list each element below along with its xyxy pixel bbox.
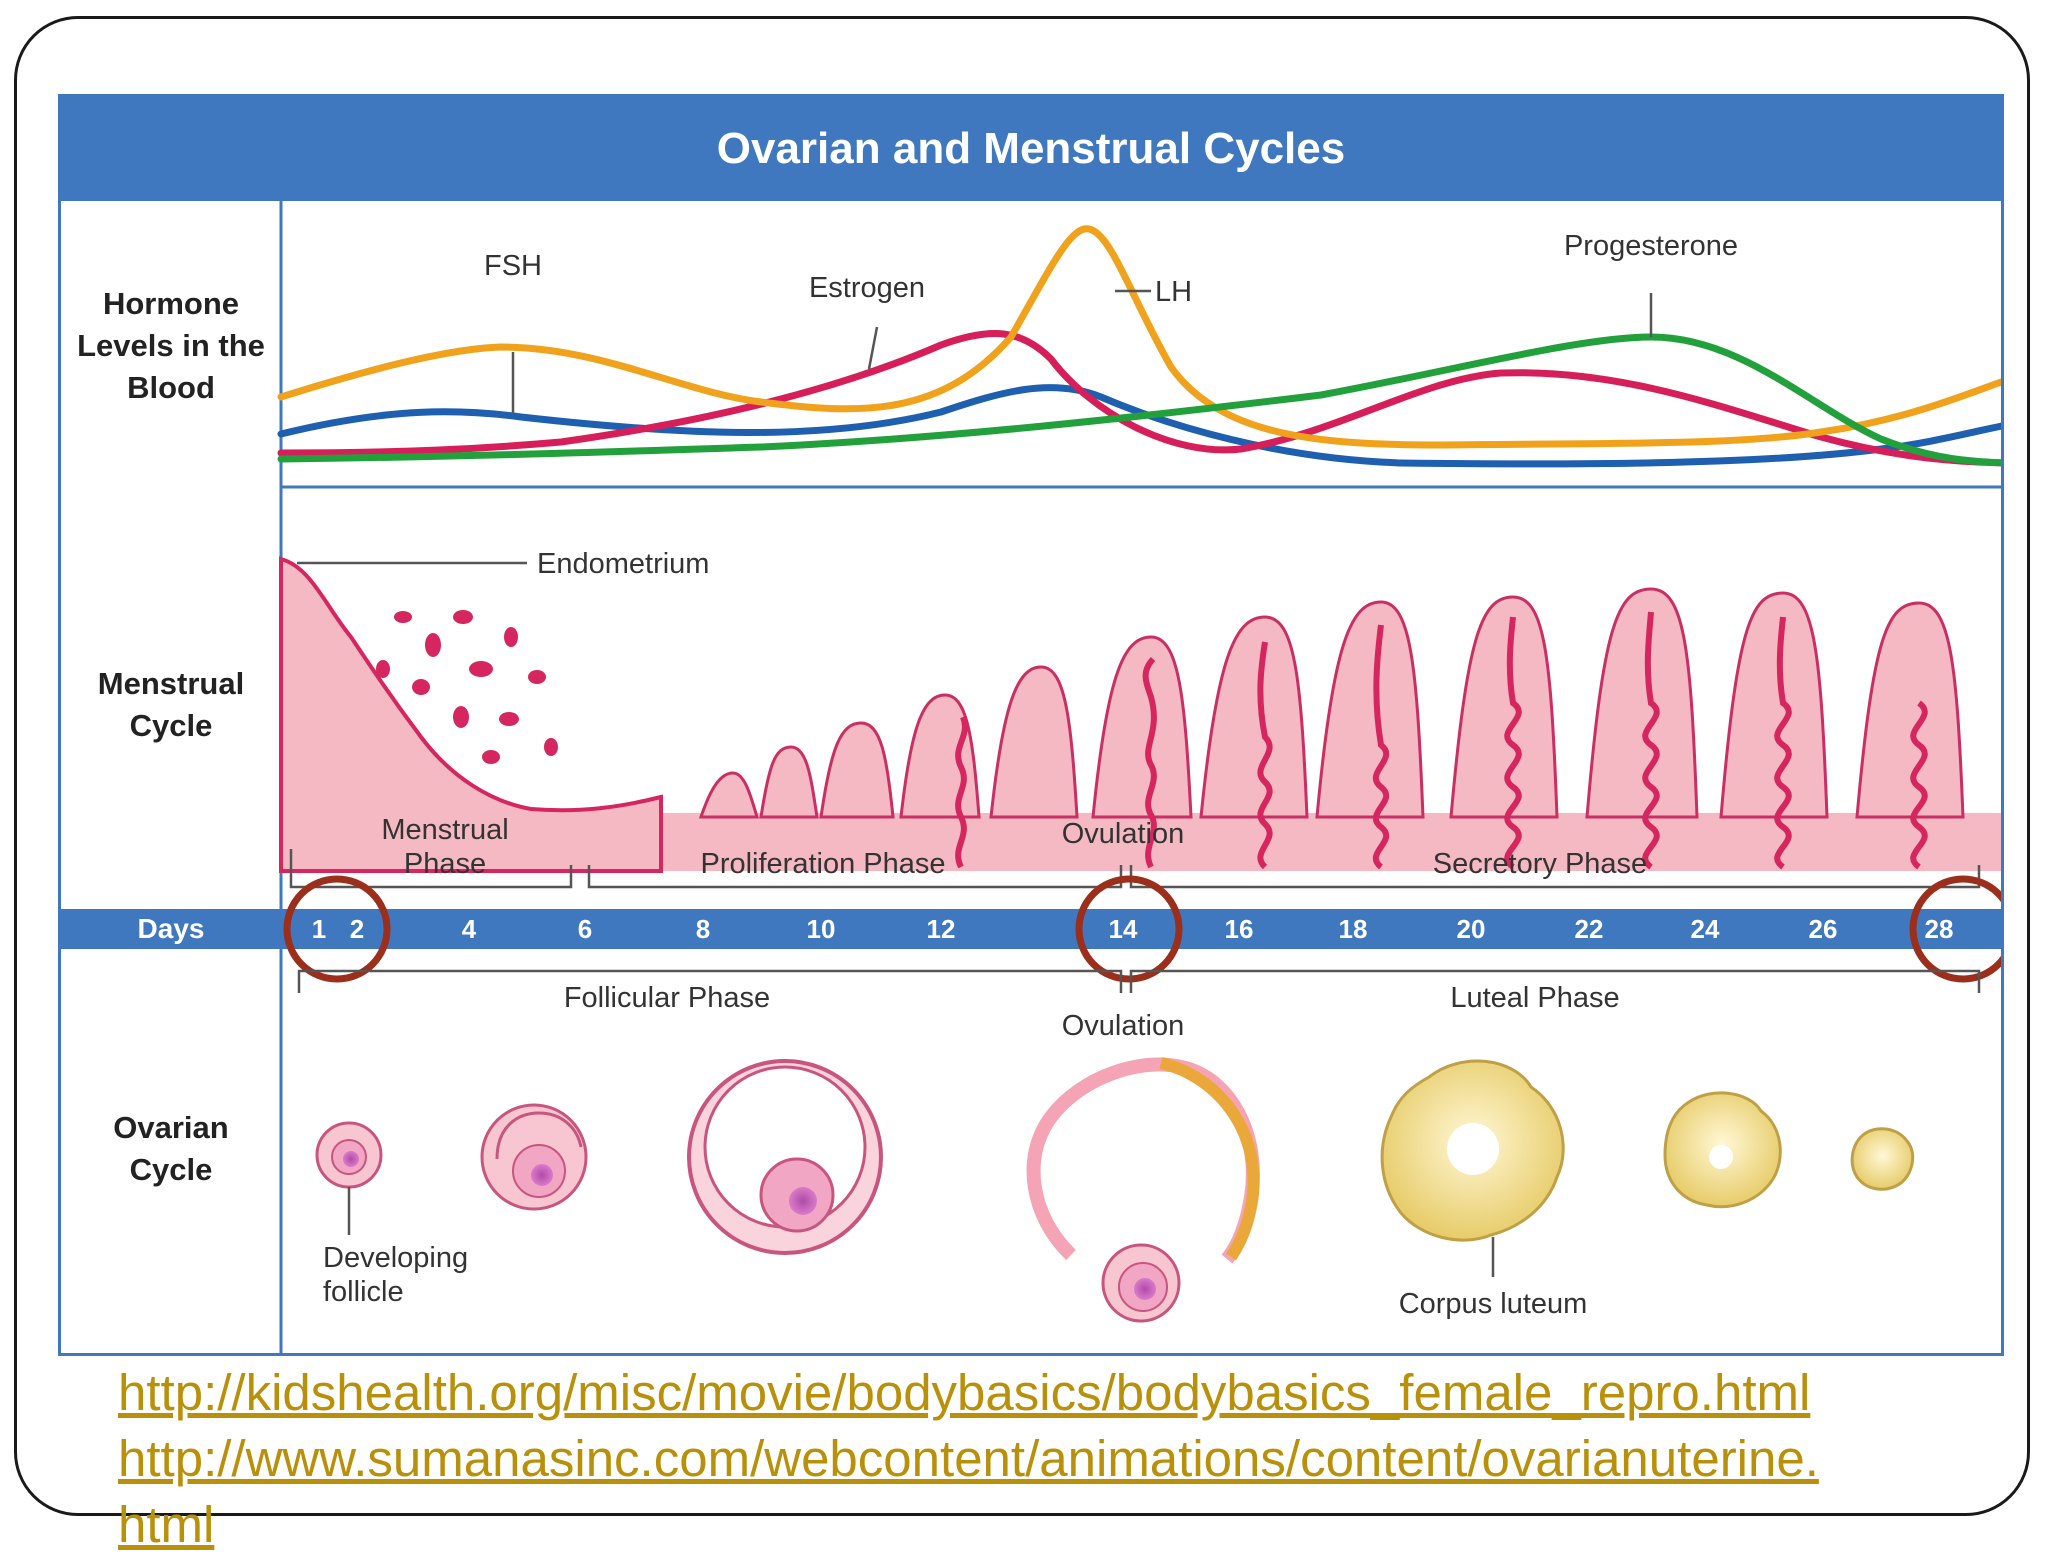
fsh-label: FSH [484,250,542,282]
link-sumanasinc-continued[interactable]: html [118,1496,215,1553]
menstrual-phase-label-1: Menstrual [381,814,508,846]
day-1: 1 [312,914,326,944]
cycle-diagram: FSH Estrogen LH Progesterone [61,201,2001,1353]
day-18: 18 [1339,914,1368,944]
corpus-luteum-medium [1663,1091,1782,1209]
highlight-circle-day-14 [1075,875,1183,983]
day-16: 16 [1225,914,1254,944]
developing-follicle-1 [315,1121,383,1235]
endometrium-glands [698,587,1965,819]
source-links: http://kidshealth.org/misc/movie/bodybas… [118,1360,2018,1558]
progesterone-label: Progesterone [1564,230,1738,262]
developing-follicle-3 [687,1059,883,1255]
developing-follicle-label-1: Developing [323,1242,468,1274]
day-26: 26 [1809,914,1838,944]
lh-label: LH [1155,276,1192,308]
menstrual-phase-label-2: Phase [404,848,486,880]
estrogen-curve [277,329,2001,467]
day-14: 14 [1109,914,1138,944]
day-highlight-circles [283,875,2001,983]
day-24: 24 [1691,914,1720,944]
day-20: 20 [1457,914,1486,944]
secretory-phase-label: Secretory Phase [1433,848,1647,880]
row-label-days: Days [137,913,205,944]
developing-follicle-2 [480,1103,588,1211]
shed-tissue-fragments [376,610,558,764]
corpus-luteum-small [1850,1127,1915,1191]
row-label-ovarian: Ovarian Cycle [113,1110,229,1187]
luteal-phase-label: Luteal Phase [1450,982,1619,1014]
ovulation-bottom-label: Ovulation [1062,1010,1185,1042]
hormone-leaders [511,289,1653,413]
row-label-hormone: Hormone Levels in the Blood [77,286,265,405]
day-4: 4 [462,914,477,944]
corpus-luteum-label: Corpus luteum [1399,1288,1588,1320]
day-22: 22 [1575,914,1604,944]
fsh-curve [277,384,2001,468]
ruptured-follicle [1026,1057,1260,1323]
ovarian-illustrations [315,1057,1915,1323]
ovarian-phase-brackets [297,969,1981,993]
highlight-circle-day-28 [1909,875,2001,983]
lh-curve [277,225,2001,449]
hormone-chart [277,225,2001,468]
figure-title: Ovarian and Menstrual Cycles [61,97,2001,201]
link-kidshealth[interactable]: http://kidshealth.org/misc/movie/bodybas… [118,1364,1811,1421]
row-label-menstrual: Menstrual Cycle [97,666,245,743]
developing-follicle-label-2: follicle [323,1276,404,1308]
progesterone-curve [277,333,2001,467]
corpus-luteum-large [1380,1059,1565,1277]
follicular-phase-label: Follicular Phase [564,982,770,1014]
proliferation-phase-label: Proliferation Phase [700,848,945,880]
day-28: 28 [1925,914,1954,944]
endometrium-label: Endometrium [537,548,709,580]
endometrium-illustration [279,556,2001,873]
menstrual-shedding [279,556,663,873]
day-12: 12 [927,914,956,944]
day-8: 8 [696,914,710,944]
spiral-arteries [955,611,1928,870]
link-sumanasinc[interactable]: http://www.sumanasinc.com/webcontent/ani… [118,1430,1819,1487]
day-10: 10 [807,914,836,944]
day-2: 2 [350,914,364,944]
ovulation-top-label: Ovulation [1062,818,1185,850]
estrogen-label: Estrogen [809,272,925,304]
highlight-circle-day-1 [283,875,391,983]
cycle-figure: Ovarian and Menstrual Cycles [58,94,2004,1356]
day-6: 6 [578,914,592,944]
